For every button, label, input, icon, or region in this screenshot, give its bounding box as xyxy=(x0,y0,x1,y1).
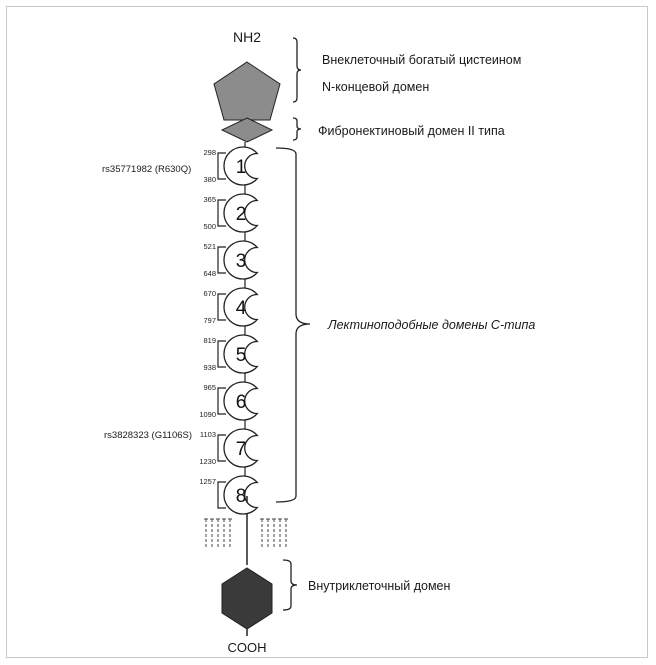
domain-number: 5 xyxy=(236,345,247,366)
glycosylation-mark xyxy=(210,518,214,547)
fibronectin-domain-shape xyxy=(220,117,274,143)
lectin-domain-8: 8 1257 xyxy=(199,475,259,515)
glycosylation-mark xyxy=(260,518,264,547)
domain-number: 7 xyxy=(236,439,247,460)
lectin-domain-2: 2 365 500 xyxy=(203,193,259,241)
lectin-domain-6: 6 965 1090 xyxy=(199,381,259,429)
glycosylation-mark xyxy=(228,518,232,547)
residue-end: 938 xyxy=(203,363,216,372)
lectin-bracket xyxy=(275,147,311,503)
glycosylation-mark xyxy=(272,518,276,547)
residue-start: 1257 xyxy=(199,477,216,486)
glycosylation-mark xyxy=(278,518,282,547)
lectin-domain-5: 5 819 938 xyxy=(203,334,259,382)
domain-number: 6 xyxy=(236,392,247,413)
domain-number: 3 xyxy=(236,251,247,272)
domain-shape xyxy=(223,240,259,280)
domain-number: 8 xyxy=(236,486,247,507)
domain-shape xyxy=(223,146,259,186)
lectin-domain-3: 3 521 648 xyxy=(203,240,259,288)
domain-shape xyxy=(223,475,259,515)
glycosylation-mark xyxy=(204,518,208,547)
glycosylation-mark xyxy=(266,518,270,547)
residue-start: 521 xyxy=(203,242,216,251)
lectin-domains-group: 1 298 380 2 365 500 3 521 648 4 670 797 5 819 938 6 965 1… xyxy=(199,142,259,515)
domain-connector xyxy=(217,152,226,180)
residue-start: 1103 xyxy=(200,430,216,439)
glycosylation-sites xyxy=(204,518,288,547)
domain-number: 4 xyxy=(236,298,247,319)
domain-number: 1 xyxy=(236,157,247,178)
domain-shape xyxy=(223,287,259,327)
c-terminus-label: COOH xyxy=(228,640,267,655)
domain-number: 2 xyxy=(236,204,247,225)
residue-end: 797 xyxy=(203,316,216,325)
fibronectin-label: Фибронектиновый домен II типа xyxy=(318,124,505,138)
intracellular-domain-shape xyxy=(221,567,273,630)
domain-connector xyxy=(217,199,226,227)
residue-start: 819 xyxy=(203,336,216,345)
intracellular-bracket xyxy=(282,559,298,611)
lectin-domain-7: 7 1103 1230 xyxy=(199,428,259,476)
residue-start: 965 xyxy=(203,383,216,392)
n-terminus-label: NH2 xyxy=(233,29,261,45)
domain-shape xyxy=(223,428,259,468)
domain-connector xyxy=(217,246,226,274)
extracellular-label-line1: Внеклеточный богатый цистеином xyxy=(322,53,521,67)
glycosylation-mark xyxy=(216,518,220,547)
extracellular-label-line2: N-концевой домен xyxy=(322,80,429,94)
residue-end: 1230 xyxy=(199,457,216,466)
lectin-label: Лектиноподобные домены С-типа xyxy=(327,318,535,332)
domain-connector xyxy=(217,293,226,321)
residue-start: 298 xyxy=(203,148,216,157)
domain-shape xyxy=(223,193,259,233)
residue-end: 500 xyxy=(203,222,216,231)
lectin-domain-1: 1 298 380 xyxy=(203,146,259,194)
figure-frame xyxy=(6,6,648,658)
glycosylation-mark xyxy=(284,518,288,547)
glycosylation-mark xyxy=(222,518,226,547)
extracellular-bracket xyxy=(292,37,302,103)
residue-start: 670 xyxy=(203,289,216,298)
domain-connector xyxy=(217,387,226,415)
cysteine-rich-domain-shape xyxy=(213,61,281,121)
residue-end: 1090 xyxy=(199,410,216,419)
domain-connector xyxy=(217,340,226,368)
snp-label-2: rs3828323 (G1106S) xyxy=(104,430,192,441)
domain-connector xyxy=(217,481,226,509)
domain-shape xyxy=(223,334,259,374)
domain-shape xyxy=(223,381,259,421)
fibronectin-bracket xyxy=(292,117,302,141)
lectin-domain-4: 4 670 797 xyxy=(203,287,259,335)
residue-end: 648 xyxy=(203,269,216,278)
snp-label-1: rs35771982 (R630Q) xyxy=(102,164,191,175)
residue-end: 380 xyxy=(203,175,216,184)
domain-connector xyxy=(217,434,226,462)
residue-start: 365 xyxy=(203,195,216,204)
intracellular-label: Внутриклеточный домен xyxy=(308,579,450,593)
